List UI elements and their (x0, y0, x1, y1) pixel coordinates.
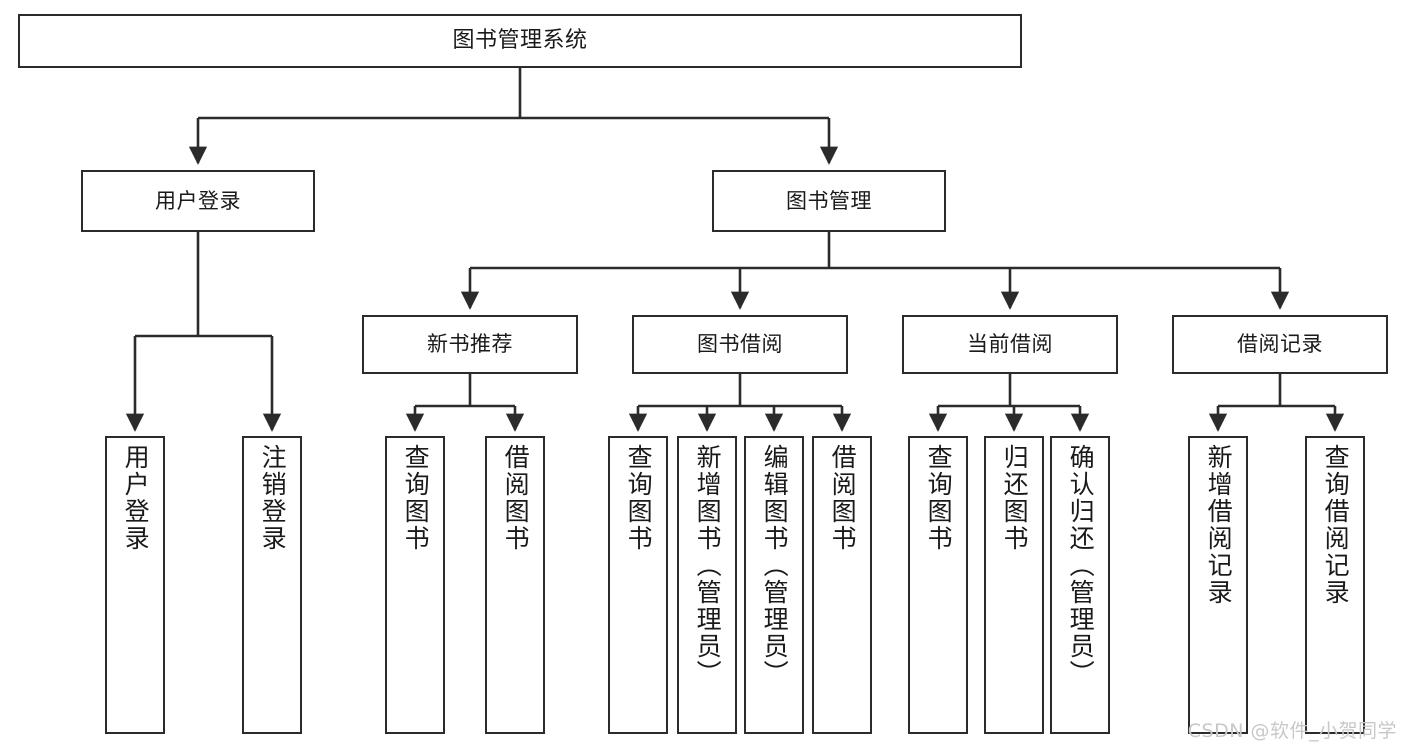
node-current-borrow[interactable]: 当前借阅 (902, 315, 1118, 374)
node-leaf-add-book-label: 新增图书（管理员） (693, 444, 723, 687)
node-book-borrow[interactable]: 图书借阅 (632, 315, 848, 374)
node-leaf-query-book-bb[interactable]: 查询图书 (608, 436, 668, 734)
node-book-manage[interactable]: 图书管理 (712, 170, 946, 232)
node-borrow-record-label: 借阅记录 (1237, 332, 1323, 357)
node-leaf-return-book[interactable]: 归还图书 (984, 436, 1044, 734)
node-leaf-query-book-bb-label: 查询图书 (624, 444, 654, 552)
node-leaf-query-record[interactable]: 查询借阅记录 (1305, 436, 1365, 734)
node-leaf-user-login-label: 用户登录 (121, 444, 151, 552)
node-leaf-add-book[interactable]: 新增图书（管理员） (677, 436, 737, 734)
node-new-book-rec[interactable]: 新书推荐 (362, 315, 578, 374)
node-leaf-query-book-rec[interactable]: 查询图书 (385, 436, 445, 734)
node-leaf-logout-label: 注销登录 (258, 444, 288, 552)
node-leaf-query-book-rec-label: 查询图书 (401, 444, 431, 552)
node-leaf-user-login[interactable]: 用户登录 (105, 436, 165, 734)
node-leaf-edit-book-label: 编辑图书（管理员） (760, 444, 790, 687)
node-book-manage-label: 图书管理 (786, 188, 872, 213)
node-leaf-confirm-return[interactable]: 确认归还（管理员） (1050, 436, 1110, 734)
node-leaf-query-record-label: 查询借阅记录 (1321, 444, 1351, 606)
node-leaf-borrow-book-bb-label: 借阅图书 (828, 444, 858, 552)
node-leaf-query-book-cb[interactable]: 查询图书 (908, 436, 968, 734)
node-leaf-borrow-book-bb[interactable]: 借阅图书 (812, 436, 872, 734)
node-current-borrow-label: 当前借阅 (967, 332, 1053, 357)
node-leaf-query-book-cb-label: 查询图书 (924, 444, 954, 552)
node-leaf-borrow-book-rec-label: 借阅图书 (501, 444, 531, 552)
node-leaf-edit-book[interactable]: 编辑图书（管理员） (744, 436, 804, 734)
node-leaf-logout[interactable]: 注销登录 (242, 436, 302, 734)
node-leaf-add-record-label: 新增借阅记录 (1204, 444, 1234, 606)
node-book-borrow-label: 图书借阅 (697, 332, 783, 357)
node-new-book-rec-label: 新书推荐 (427, 332, 513, 357)
node-leaf-borrow-book-rec[interactable]: 借阅图书 (485, 436, 545, 734)
node-root[interactable]: 图书管理系统 (18, 14, 1022, 68)
node-user-login-label: 用户登录 (155, 188, 241, 213)
node-leaf-confirm-return-label: 确认归还（管理员） (1066, 444, 1096, 687)
node-leaf-add-record[interactable]: 新增借阅记录 (1188, 436, 1248, 734)
node-leaf-return-book-label: 归还图书 (1000, 444, 1030, 552)
node-user-login[interactable]: 用户登录 (81, 170, 315, 232)
node-root-label: 图书管理系统 (452, 28, 588, 54)
node-borrow-record[interactable]: 借阅记录 (1172, 315, 1388, 374)
